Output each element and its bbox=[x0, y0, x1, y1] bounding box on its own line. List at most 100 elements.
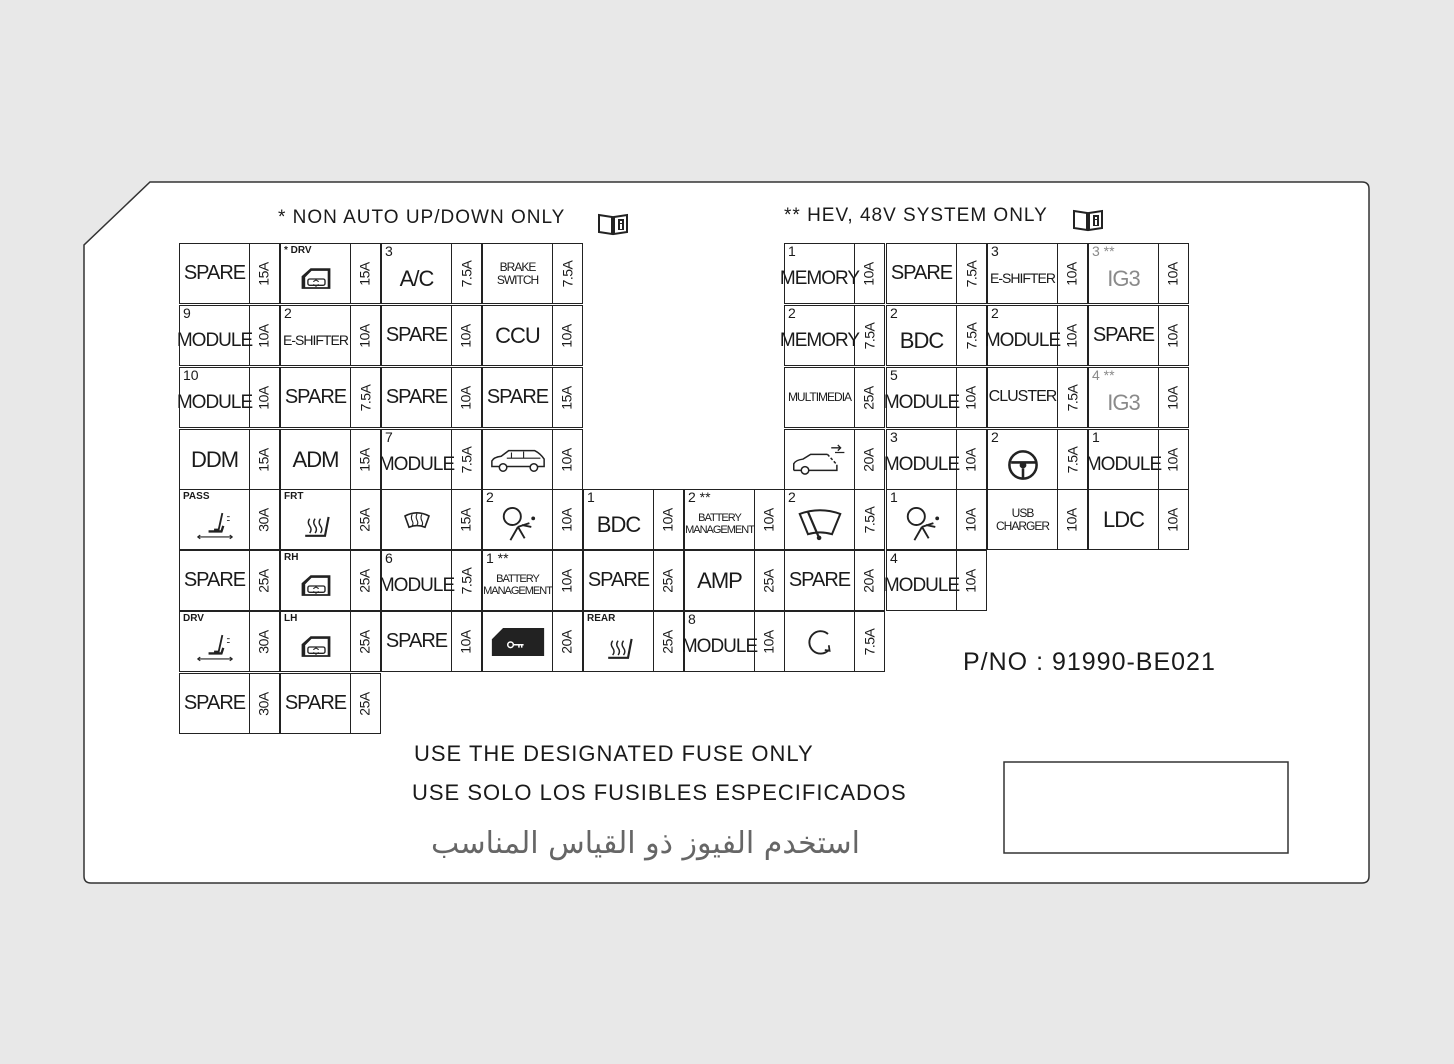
fuse-slot-r1b: SPARE 7.5A bbox=[886, 243, 987, 304]
door-lock-icon bbox=[483, 612, 552, 671]
fuse-number: 7 bbox=[385, 429, 393, 445]
fuse-rating-text: 10A bbox=[962, 447, 979, 472]
fuse-name-area: MULTIMEDIA bbox=[785, 368, 855, 427]
fuse-name-area: USB CHARGER bbox=[988, 490, 1058, 549]
fuse-rating-text: 10A bbox=[760, 629, 777, 654]
fuse-name-area: SPARE bbox=[887, 244, 957, 303]
fuse-slot-r4a: 20A bbox=[784, 429, 885, 490]
fuse-number: 2 bbox=[991, 305, 999, 321]
fuse-number: 1 bbox=[587, 489, 595, 505]
fuse-rating-text: 10A bbox=[962, 568, 979, 593]
fuse-rating-text: 7.5A bbox=[458, 446, 474, 473]
fuse-slot-c2: 2 **BATTERY MANAGEMENT 10A bbox=[684, 489, 785, 550]
fuse-name-area: SPARE bbox=[584, 551, 654, 610]
fuse-rating-text: 10A bbox=[1063, 507, 1080, 532]
fuse-name-area bbox=[483, 430, 553, 489]
fuse-rating-text: 10A bbox=[1164, 507, 1181, 532]
fuse-slot-r5c: USB CHARGER 10A bbox=[987, 489, 1088, 550]
fuse-rating: 7.5A bbox=[956, 306, 986, 365]
fuse-rating: 10A bbox=[552, 306, 582, 365]
fuse-rating-text: 25A bbox=[760, 568, 777, 593]
fuse-number: 2 bbox=[890, 305, 898, 321]
fuse-rating-text: 10A bbox=[255, 323, 272, 348]
fuse-rating: 25A bbox=[249, 551, 279, 610]
fuse-label: SPARE bbox=[183, 262, 246, 284]
fuse-rating-text: 10A bbox=[457, 323, 474, 348]
fuse-rating-text: 7.5A bbox=[458, 260, 474, 287]
window-switch-icon bbox=[281, 622, 350, 671]
fuse-label: SPARE bbox=[284, 692, 347, 714]
fuse-name-area: SPARE bbox=[281, 674, 351, 733]
fuse-rating: 10A bbox=[1158, 490, 1188, 549]
front-defog-icon bbox=[382, 490, 451, 549]
fuse-rating-text: 7.5A bbox=[559, 260, 575, 287]
fuse-name-area: CCU bbox=[483, 306, 553, 365]
fuse-rating: 25A bbox=[653, 551, 683, 610]
fuse-name-area: 1 **BATTERY MANAGEMENT bbox=[483, 551, 553, 610]
fuse-name-area: * DRV bbox=[281, 244, 351, 303]
fuse-rating: 10A bbox=[249, 368, 279, 427]
fuse-name-area: SPARE bbox=[483, 368, 553, 427]
fuse-rating: 10A bbox=[552, 430, 582, 489]
fuse-rating: 25A bbox=[350, 490, 380, 549]
fuse-name-area bbox=[785, 430, 855, 489]
fuse-rating-text: 30A bbox=[255, 691, 272, 716]
fuse-rating: 7.5A bbox=[350, 368, 380, 427]
fuse-slot-l5a: PASS 30A bbox=[179, 489, 280, 550]
fuse-rating: 10A bbox=[754, 612, 784, 671]
fuse-label: A/C bbox=[399, 265, 435, 291]
fuse-position-mark: FRT bbox=[284, 491, 304, 502]
fuse-label: MODULE bbox=[176, 329, 253, 351]
rotate-arrow-icon bbox=[785, 612, 854, 671]
fuse-slot-c4: AMP 25A bbox=[684, 550, 785, 611]
fuse-number: 3 ** bbox=[1092, 243, 1115, 259]
fuse-rating: 10A bbox=[552, 551, 582, 610]
fuse-rating: 20A bbox=[854, 430, 884, 489]
fuse-rating: 10A bbox=[1158, 244, 1188, 303]
fuse-rating: 10A bbox=[1158, 306, 1188, 365]
fuse-label: SPARE bbox=[587, 569, 650, 591]
fuse-rating: 10A bbox=[1158, 368, 1188, 427]
fuse-rating: 30A bbox=[249, 674, 279, 733]
fuse-rating-text: 30A bbox=[255, 507, 272, 532]
fuse-rating-text: 10A bbox=[760, 507, 777, 532]
power-tailgate-icon bbox=[785, 430, 854, 489]
fuse-rating: 7.5A bbox=[451, 551, 481, 610]
fuse-rating: 25A bbox=[350, 612, 380, 671]
fuse-rating-text: 10A bbox=[356, 323, 373, 348]
fuse-rating: 10A bbox=[1057, 490, 1087, 549]
fuse-rating: 25A bbox=[754, 551, 784, 610]
fuse-number: 2 bbox=[991, 429, 999, 445]
fuse-label: SPARE bbox=[183, 569, 246, 591]
fuse-rating-text: 7.5A bbox=[963, 260, 979, 287]
fuse-name-area: 2 **BATTERY MANAGEMENT bbox=[685, 490, 755, 549]
steering-wheel-icon bbox=[988, 440, 1057, 489]
fuse-rating-text: 25A bbox=[659, 629, 676, 654]
fuse-position-mark: PASS bbox=[183, 491, 210, 502]
fuse-label: AMP bbox=[697, 567, 743, 593]
fuse-rating-text: 10A bbox=[1063, 261, 1080, 286]
fuse-label: E-SHIFTER bbox=[990, 270, 1056, 287]
